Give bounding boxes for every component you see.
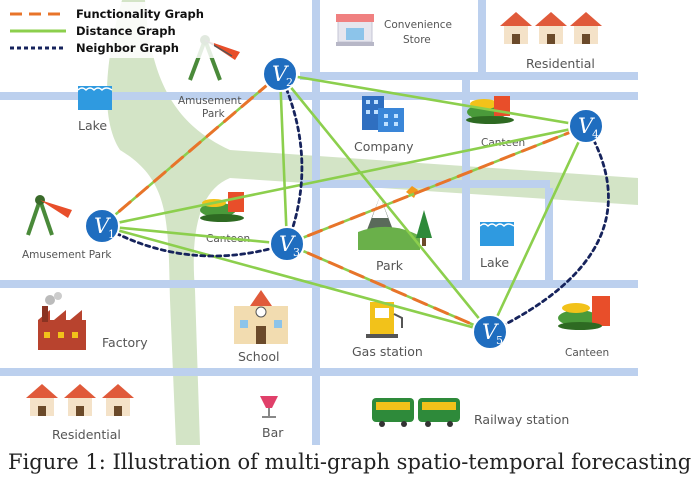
railway-station-label: Railway station	[474, 412, 569, 427]
neighbor-edge-v2-v3	[278, 72, 304, 246]
distance-edge-v1-v4	[100, 124, 588, 228]
svg-text:5: 5	[496, 334, 503, 347]
svg-text:V: V	[279, 232, 296, 256]
distance-edge-v4-v5	[488, 124, 588, 334]
factory-icon	[38, 292, 86, 350]
svg-text:V: V	[578, 114, 595, 138]
road-v-1	[312, 0, 320, 445]
park-icon	[358, 186, 432, 250]
svg-text:3: 3	[293, 246, 300, 259]
functionality-edge-v3-v4	[285, 124, 588, 246]
convenience-store-icon	[336, 14, 374, 46]
graph-nodes: V 1 V 2 V 3 V 4 V 5	[84, 56, 604, 350]
company-label: Company	[354, 139, 414, 154]
figure-caption: Figure 1: Illustration of multi-graph sp…	[8, 450, 691, 474]
svg-text:V: V	[94, 214, 111, 238]
svg-text:1: 1	[108, 228, 115, 241]
school-label: School	[238, 349, 280, 364]
lake-right-icon	[479, 222, 515, 246]
node-v4[interactable]: V 4	[568, 108, 604, 144]
svg-text:2: 2	[286, 76, 293, 89]
amusement-park-left-icon	[26, 195, 72, 236]
amusement-park-top-label-1: Amusement	[178, 95, 241, 107]
legend-functionality-label: Functionality Graph	[76, 7, 204, 21]
lake-left-icon	[77, 86, 113, 110]
node-v3[interactable]: V 3	[269, 226, 305, 262]
road-v-3	[545, 188, 553, 288]
lake-right-label: Lake	[480, 255, 509, 270]
residential-bottom-label: Residential	[52, 427, 121, 442]
legend-distance-label: Distance Graph	[76, 24, 176, 38]
bar-label: Bar	[262, 425, 284, 440]
railway-icon	[372, 398, 460, 427]
functionality-edge-v3-v5	[285, 242, 492, 334]
svg-text:4: 4	[592, 128, 599, 141]
node-v2[interactable]: V 2	[262, 56, 298, 92]
road-v-2	[462, 72, 470, 288]
distance-edge-v1-v5	[100, 224, 492, 334]
city-graph-diagram: Convenience Store Residential Amusement …	[0, 0, 638, 445]
bar-icon	[260, 396, 278, 418]
amusement-park-top-label-2: Park	[202, 108, 226, 120]
legend-neighbor-label: Neighbor Graph	[76, 41, 179, 55]
distance-edge-v1-v3	[100, 224, 289, 246]
legend: Functionality Graph Distance Graph Neigh…	[2, 2, 214, 58]
gas-station-label: Gas station	[352, 344, 423, 359]
neighbor-edge-v1-v3	[100, 224, 289, 258]
distance-edge-v2-v5	[278, 72, 492, 334]
canteen-right-label: Canteen	[565, 347, 609, 359]
factory-label: Factory	[102, 335, 148, 350]
residential-bottom-icon	[26, 384, 134, 416]
functionality-edge-v1-v2	[100, 72, 282, 228]
distance-edge-v2-v4	[278, 72, 588, 128]
convenience-store-label-2: Store	[403, 34, 431, 46]
graph-edges	[100, 72, 610, 334]
convenience-store-label-1: Convenience	[384, 19, 452, 31]
amusement-park-left-label: Amusement Park	[22, 249, 112, 261]
distance-edge-v2-v3	[278, 72, 289, 246]
places: Convenience Store Residential Amusement …	[22, 12, 610, 442]
road-h-3	[300, 180, 550, 188]
svg-text:V: V	[482, 320, 499, 344]
company-icon	[362, 96, 404, 132]
neighbor-edge-v4-v5	[488, 124, 610, 334]
gas-station-icon	[366, 302, 403, 338]
node-v1[interactable]: V 1	[84, 208, 120, 244]
residential-top-icon	[500, 12, 602, 44]
residential-top-label: Residential	[526, 56, 595, 71]
canteen-right-icon	[558, 296, 610, 330]
lake-left-label: Lake	[78, 118, 107, 133]
park-label: Park	[376, 258, 404, 273]
svg-text:V: V	[272, 62, 289, 86]
school-icon	[234, 290, 288, 344]
node-v5[interactable]: V 5	[472, 314, 508, 350]
road-v-4	[478, 0, 486, 72]
